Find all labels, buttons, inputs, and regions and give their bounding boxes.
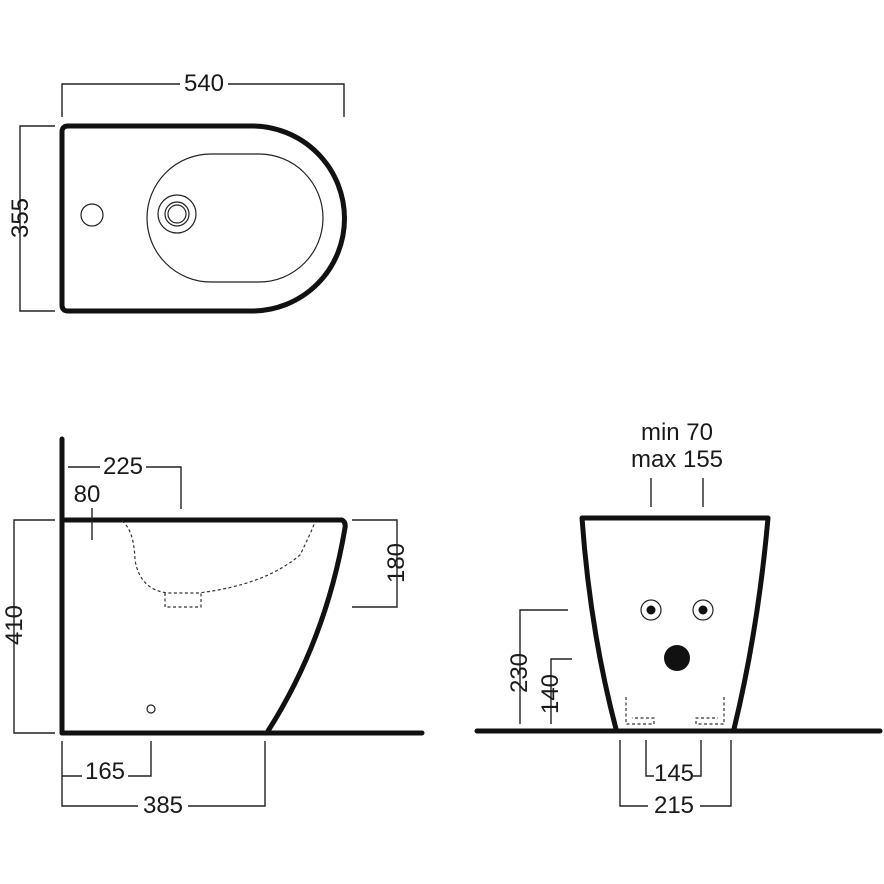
front-145-dimension-line bbox=[645, 740, 702, 777]
side-fixing-hole-icon bbox=[146, 704, 156, 714]
drain-inner-icon bbox=[167, 204, 187, 224]
side-80-label: 80 bbox=[74, 481, 101, 508]
top-bowl bbox=[146, 153, 324, 283]
front-min-label: min 70 bbox=[641, 419, 713, 446]
side-hidden-bowl bbox=[121, 520, 316, 594]
drain-middle-icon bbox=[164, 201, 190, 227]
top-depth-label: 355 bbox=[7, 198, 34, 238]
front-left-bracket bbox=[625, 697, 655, 725]
side-hidden-outlet bbox=[164, 593, 202, 608]
tap-hole-icon bbox=[80, 203, 104, 227]
top-outline bbox=[59, 123, 347, 314]
side-view: 225 80 180 410 165 385 bbox=[1, 436, 425, 819]
side-225-label: 225 bbox=[103, 453, 143, 480]
side-410-label: 410 bbox=[1, 605, 28, 645]
side-385-dimension-line bbox=[61, 741, 266, 807]
side-225-dimension-line bbox=[68, 466, 182, 509]
side-385-label: 385 bbox=[143, 792, 183, 819]
supply-right-inner-icon bbox=[698, 605, 708, 615]
side-180-label: 180 bbox=[383, 543, 410, 583]
front-215-dimension-line bbox=[619, 740, 732, 807]
front-230-label: 230 bbox=[506, 653, 533, 693]
front-140-dimension-line bbox=[550, 658, 572, 724]
front-max-label: max 155 bbox=[631, 446, 723, 473]
supply-right-outer-icon bbox=[692, 599, 714, 621]
top-depth-dimension-line bbox=[19, 125, 55, 312]
front-230-dimension-line bbox=[519, 609, 568, 724]
drain-outer-icon bbox=[157, 194, 197, 234]
supply-left-outer-icon bbox=[640, 599, 662, 621]
top-width-label: 540 bbox=[184, 70, 224, 97]
side-outline bbox=[59, 517, 348, 734]
waste-outlet-icon bbox=[664, 645, 690, 671]
front-supply-dimension-line bbox=[650, 478, 704, 507]
top-width-dimension-line bbox=[61, 83, 345, 117]
supply-left-inner-icon bbox=[646, 605, 656, 615]
front-215-label: 215 bbox=[654, 792, 694, 819]
front-view: min 70 max 155 230 140 145 215 bbox=[474, 419, 883, 819]
front-outline bbox=[579, 515, 771, 732]
front-140-label: 140 bbox=[537, 674, 564, 714]
side-410-dimension-line bbox=[13, 519, 55, 734]
top-view: 540 355 bbox=[7, 70, 347, 314]
side-165-label: 165 bbox=[85, 758, 125, 785]
side-180-dimension-line bbox=[352, 519, 398, 608]
front-right-bracket bbox=[695, 697, 725, 725]
front-145-label: 145 bbox=[654, 760, 694, 787]
